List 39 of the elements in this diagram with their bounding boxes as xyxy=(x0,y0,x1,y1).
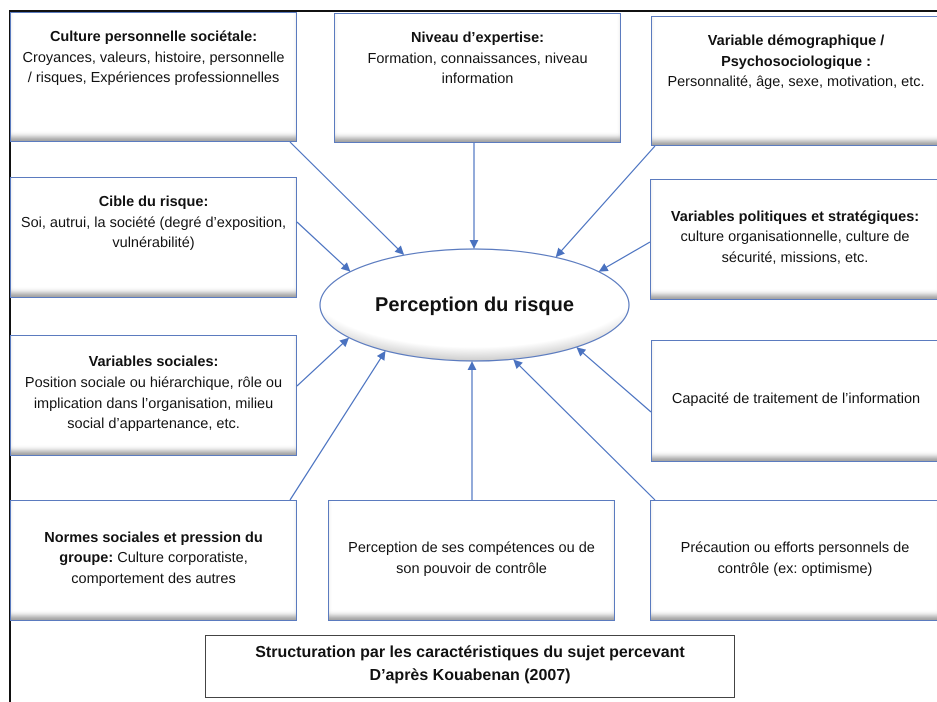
box-heading: Culture personnelle sociétale: xyxy=(50,28,258,47)
box-text: Capacité de traitement de l’information xyxy=(672,390,920,409)
factor-box xyxy=(651,340,937,462)
factor-box xyxy=(328,500,615,621)
box-heading: Variables sociales: xyxy=(88,353,218,372)
arrow xyxy=(576,347,652,412)
factor-box xyxy=(650,179,937,300)
arrow xyxy=(468,361,476,500)
box-heading: Niveau d’expertise: xyxy=(411,29,544,48)
arrow xyxy=(296,338,349,386)
factor-box xyxy=(10,12,297,142)
box-text: Position sociale ou hiérarchique, rôle ou implication dans l’organisation, milieu social d’appartenance, etc. xyxy=(24,374,284,434)
box-text: Variables politiques et stratégiques: culture organisationnelle, culture de sécurité, missions, etc. xyxy=(670,208,920,268)
caption-text: D’après Kouabenan (2007) xyxy=(370,666,570,686)
box-text: Soi, autrui, la société (degré d’exposition, vulnérabilité) xyxy=(20,214,288,254)
arrow xyxy=(290,142,404,255)
arrow xyxy=(296,222,350,272)
box-text: Croyances, valeurs, histoire, personnelle / risques, Expériences professionnelles xyxy=(22,48,286,88)
box-text: Normes sociales et pression du groupe: Culture corporatiste, comportement des autres xyxy=(43,528,264,589)
box-text: Personnalité, âge, sexe, motivation, etc. xyxy=(667,73,925,92)
arrow xyxy=(470,143,478,249)
factor-box xyxy=(651,16,937,146)
box-text: Formation, connaissances, niveau information xyxy=(366,50,589,90)
ellipse-label: Perception du risque xyxy=(375,294,574,316)
factor-box xyxy=(650,500,937,621)
arrow xyxy=(513,360,656,500)
box-heading: Variable démographique / Psychosociologique : xyxy=(706,32,886,72)
caption-text: Structuration par les caractéristiques du sujet percevant xyxy=(255,642,685,663)
factor-box xyxy=(10,177,297,298)
caption-box xyxy=(205,635,735,698)
box-heading: Cible du risque: xyxy=(98,193,208,212)
factor-box xyxy=(10,335,297,456)
arrow xyxy=(598,241,650,272)
box-text: Précaution ou efforts personnels de contrôle (ex: optimisme) xyxy=(680,538,910,578)
arrow xyxy=(556,146,656,258)
arrow xyxy=(290,350,386,500)
box-text: Perception de ses compétences ou de son pouvoir de contrôle xyxy=(347,538,596,578)
factor-box xyxy=(10,500,297,621)
factor-box xyxy=(334,13,621,143)
